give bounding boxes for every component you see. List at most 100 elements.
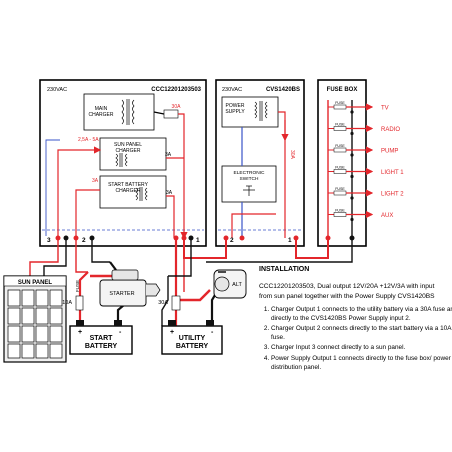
fuse-symbol <box>333 104 347 110</box>
fuse-box-title: FUSE BOX <box>327 87 358 93</box>
fuse-symbol <box>333 126 347 131</box>
sun-panel-cells <box>7 289 63 359</box>
fuse-symbol <box>333 212 347 217</box>
installation-intro: CCC12201203503, Dual output 12V/20A +12V… <box>259 283 435 300</box>
ground-node <box>350 131 354 136</box>
ccc-terminal-2-label: 2 <box>82 237 86 244</box>
ground-node <box>350 110 354 114</box>
fuse-symbol <box>333 190 347 196</box>
sun-panel-fuse-label: 3A <box>165 152 172 158</box>
starter-motor: STARTER <box>99 269 161 307</box>
fuse-row-light-1: FUSE LIGHT 1 <box>328 166 404 179</box>
alternator-label: ALT <box>232 282 242 288</box>
ground-node <box>350 217 354 222</box>
output-label: AUX <box>381 213 393 219</box>
ccc-internal-wiring <box>45 111 188 240</box>
utility-battery-fuse-value: 30A <box>158 300 168 306</box>
fuse-row-pump: FUSE PUMP <box>328 144 398 157</box>
fuse-label: FUSE <box>335 166 345 170</box>
ccc-voltage-label: 230VAC <box>47 87 67 93</box>
utility-battery-fuse-symbol <box>171 295 181 311</box>
external-wiring <box>29 238 353 300</box>
cvs-terminal-2-label: 2 <box>230 237 234 244</box>
fuse-row-light-2: FUSE LIGHT 2 <box>328 187 404 200</box>
starter-label: STARTER <box>109 291 134 297</box>
fuse-box-minus-terminal <box>349 235 355 241</box>
ccc-model-label: CCC12201203503 <box>151 87 201 93</box>
ccc-terminal-3: 3 <box>47 235 69 244</box>
installation-step-4: Power Supply Output 1 connects directly … <box>271 355 452 372</box>
transistor-icon <box>243 185 255 196</box>
cvs-to-fuse-box-wire <box>295 238 329 259</box>
utility-battery-minus: - <box>211 329 214 336</box>
start-battery-fuse-label: 3A <box>166 190 173 196</box>
utility-battery-plus: + <box>170 329 174 336</box>
utility-battery-box <box>161 325 223 355</box>
installation-title: INSTALLATION <box>259 266 310 273</box>
ground-node <box>350 153 354 157</box>
sun-charger-transformer-icon <box>115 153 128 167</box>
start-battery-box <box>69 325 133 355</box>
start-battery-fuse-side-label: FUSE <box>75 280 80 292</box>
start-battery-fuse-symbol <box>75 295 84 311</box>
main-fuse-label: 30A <box>172 104 182 110</box>
sun-panel: SUN PANEL <box>3 275 67 363</box>
start-charger-transformer-icon <box>135 187 148 201</box>
installation-steps: Charger Output 1 connects to the utility… <box>259 306 452 374</box>
start-battery-current-label: 3A <box>92 178 99 184</box>
sun-panel-charger-box <box>99 137 167 171</box>
main-charger-box <box>83 93 155 131</box>
sun-panel-label: SUN PANEL <box>18 280 53 286</box>
ccc-terminal-3-dot <box>55 235 61 241</box>
fuse-label: FUSE <box>335 187 345 191</box>
output-label: LIGHT 2 <box>381 192 404 198</box>
installation-step-2: Charger Output 2 connects directly to th… <box>271 325 452 342</box>
start-battery-minus: - <box>119 329 122 336</box>
cvs-terminal-1-label: 1 <box>288 237 292 244</box>
fuse-symbol <box>333 147 347 153</box>
installation-step-3: Charger Input 3 connect directly to a su… <box>271 344 452 353</box>
power-supply-box <box>221 96 279 128</box>
cvs-fuse-label: 30A <box>289 150 295 160</box>
fuse-box: FUSE BOX FUSE TV FUSE RADIO FUSE PUMP FUSE LIGH… <box>317 79 404 247</box>
ccc-terminal-1: 1 <box>173 235 200 244</box>
cvs-terminal-2: 2 <box>223 235 245 244</box>
cvs-voltage-label: 230VAC <box>222 87 242 93</box>
ccc-out1-to-cvs-wire <box>183 240 227 259</box>
fuse-label: FUSE <box>335 101 345 105</box>
start-battery-charger-box <box>99 175 167 209</box>
output-label: LIGHT 1 <box>381 170 404 176</box>
fuse-rows: FUSE TV FUSE RADIO FUSE PUMP FUSE LIGHT 1 FUSE LI… <box>328 101 404 222</box>
fuse-box-plus-terminal <box>325 235 331 241</box>
ccc-terminal-2: 2 <box>73 235 95 244</box>
fuse-label: FUSE <box>335 123 345 127</box>
cvs-model-label: CVS1420BS <box>266 87 300 93</box>
fuse-label: FUSE <box>335 144 345 148</box>
output-label: PUMP <box>381 149 398 155</box>
main-fuse-symbol <box>163 109 179 119</box>
ground-node <box>350 174 354 179</box>
ccc-terminal-3-label: 3 <box>47 237 51 244</box>
fuse-row-tv: FUSE TV <box>328 101 389 114</box>
alternator: ALT <box>213 269 247 299</box>
fuse-row-radio: FUSE RADIO <box>328 123 400 136</box>
power-supply-transformer-icon <box>254 101 268 121</box>
start-battery-plus: + <box>78 329 82 336</box>
fuse-symbol <box>333 169 347 174</box>
main-charger-label-line-1: MAIN <box>95 106 108 112</box>
ccc-terminal-1-label: 1 <box>196 237 200 244</box>
output-label: TV <box>381 106 389 112</box>
output-label: RADIO <box>381 127 400 133</box>
